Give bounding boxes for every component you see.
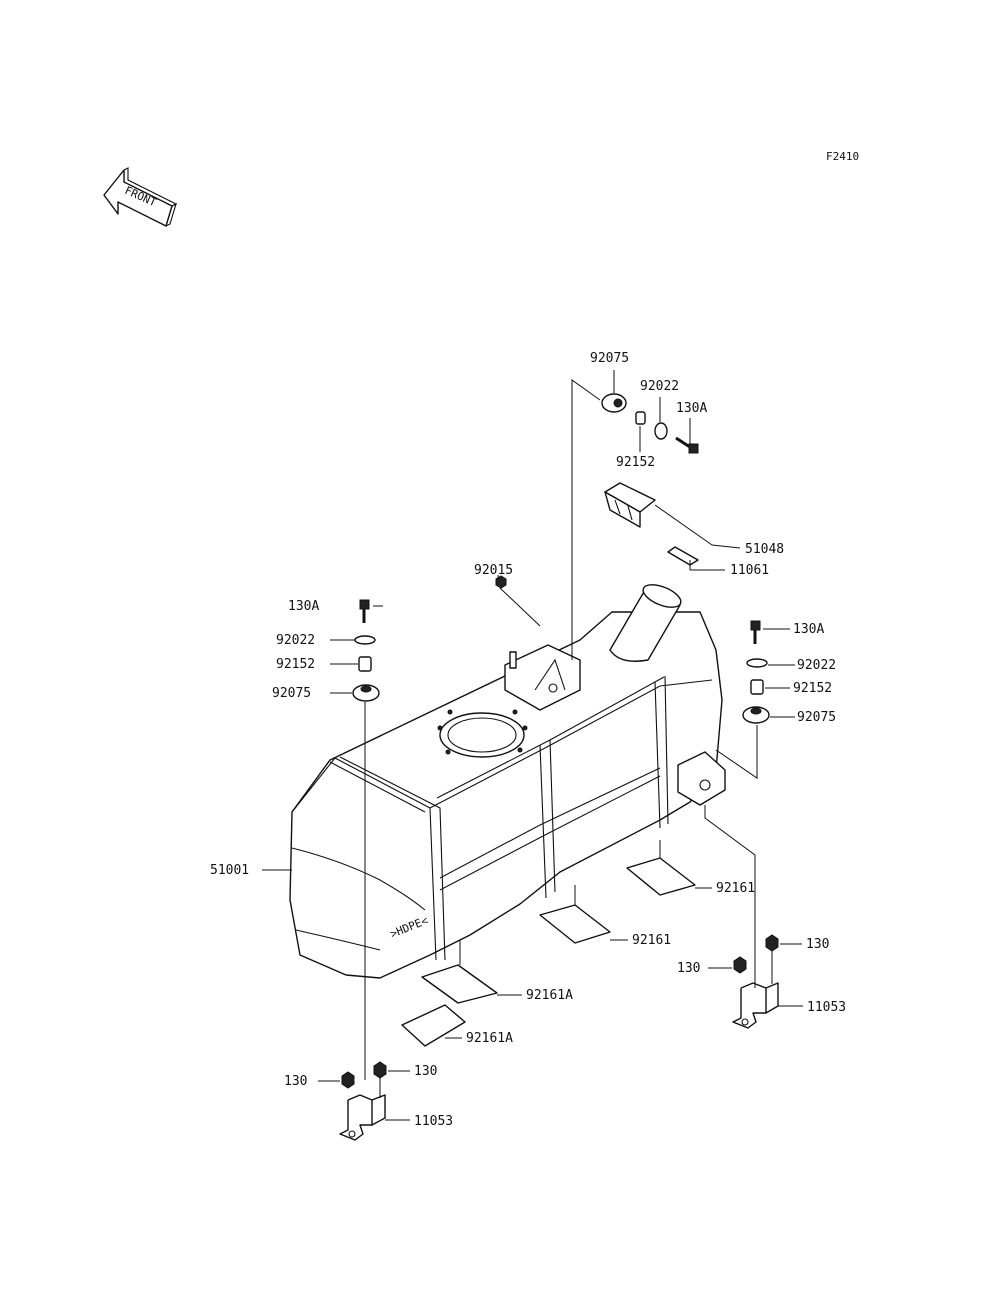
callout-92075-right: 92075 — [797, 710, 836, 725]
bolt-130a-left — [359, 599, 370, 623]
collar-92152-left — [358, 656, 372, 672]
callout-51048: 51048 — [745, 542, 784, 557]
callout-11061: 11061 — [730, 563, 769, 578]
callout-92075-top: 92075 — [590, 351, 629, 366]
grommet-92075-right — [742, 706, 770, 724]
callout-labels: 92075 92022 130A 92152 51048 11061 92015… — [210, 351, 846, 1129]
bolt-130a-right — [750, 620, 761, 644]
callout-130-lower-right-2: 130 — [806, 937, 829, 952]
bracket-11053-right — [732, 982, 779, 1029]
callout-92022-right: 92022 — [797, 658, 836, 673]
callout-92152-top: 92152 — [616, 455, 655, 470]
gasket-11061 — [667, 546, 699, 566]
bolt-130-lower-left — [341, 1071, 355, 1089]
washer-92022-right — [746, 658, 768, 668]
callout-130-lower-left: 130 — [284, 1074, 307, 1089]
grommet-92075-top — [601, 393, 627, 413]
callout-130a-left: 130A — [288, 599, 319, 614]
callout-92152-right: 92152 — [793, 681, 832, 696]
callout-92075-left: 92075 — [272, 686, 311, 701]
collar-92152-right — [750, 679, 764, 695]
front-arrow-icon: FRONT — [103, 167, 178, 227]
bolt-130-lower-right — [733, 956, 747, 974]
callout-92015: 92015 — [474, 563, 513, 578]
bolt-130-lower-left-2 — [373, 1061, 387, 1079]
figure-code: F2410 — [826, 150, 859, 163]
callout-92161a-upper: 92161A — [526, 988, 573, 1003]
bolt-130a-top — [675, 436, 699, 454]
pad-92161a-upper — [421, 964, 498, 1004]
callout-92022-left: 92022 — [276, 633, 315, 648]
fuel-tank: >HDPE< — [289, 584, 726, 979]
callout-11053-left: 11053 — [414, 1114, 453, 1129]
leader-lines — [262, 370, 803, 1121]
washer-92022-left — [354, 635, 376, 645]
washer-92022-top — [654, 422, 668, 440]
bolt-130-lower-right-2 — [765, 934, 779, 952]
bracket-51048 — [604, 482, 713, 546]
callout-130a-top: 130A — [676, 401, 707, 416]
collar-92152-top — [635, 411, 646, 425]
callout-92152-left: 92152 — [276, 657, 315, 672]
pad-92161a-lower — [401, 1004, 466, 1047]
callout-11053-right: 11053 — [807, 1000, 846, 1015]
pad-92161-middle — [539, 904, 611, 944]
callout-92161a-lower: 92161A — [466, 1031, 513, 1046]
bracket-11053-left — [339, 1094, 386, 1141]
grommet-92075-left — [352, 684, 380, 702]
callout-51001: 51001 — [210, 863, 249, 878]
callout-130-lower-left-2: 130 — [414, 1064, 437, 1079]
callout-92161-middle: 92161 — [632, 933, 671, 948]
callout-92161-right: 92161 — [716, 881, 755, 896]
callout-130a-right: 130A — [793, 622, 824, 637]
callout-92022-top: 92022 — [640, 379, 679, 394]
pad-92161-right — [626, 857, 696, 896]
callout-130-lower-right: 130 — [677, 961, 700, 976]
